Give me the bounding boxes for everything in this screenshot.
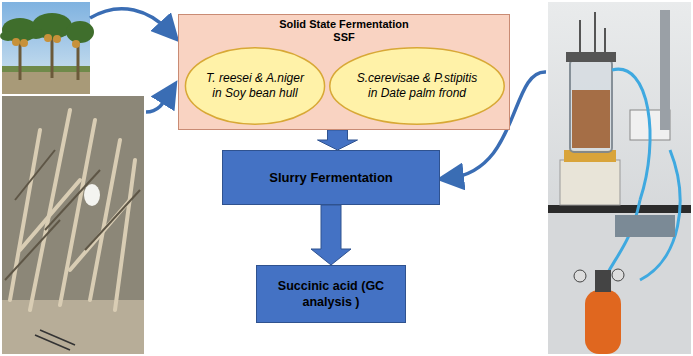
- box-label: T. reesei & A.niger in Soy bean hull: [204, 71, 306, 101]
- palm-frond-photo: [2, 96, 144, 354]
- organism-ellipse: T. reesei & A.niger in Soy bean hull: [184, 47, 326, 125]
- box-label: S.cerevisae & P.stipitis in Date palm fr…: [353, 71, 481, 101]
- date-palm-photo: [0, 2, 94, 94]
- organism-ellipse: S.cerevisae & P.stipitis in Date palm fr…: [328, 47, 506, 125]
- product-box: Succinic acid (GC analysis ): [256, 265, 406, 323]
- process-box: Slurry Fermentation: [222, 150, 440, 205]
- block-arrow: [311, 205, 351, 265]
- process-panel: Solid State Fermentation SSF T. reesei & …: [178, 14, 510, 130]
- box-label: Slurry Fermentation: [269, 170, 393, 186]
- box-label: Succinic acid (GC analysis ): [271, 278, 391, 310]
- bioreactor-photo: [548, 2, 691, 354]
- panel-title: Solid State Fermentation SSF: [269, 18, 419, 44]
- block-arrow: [318, 130, 358, 150]
